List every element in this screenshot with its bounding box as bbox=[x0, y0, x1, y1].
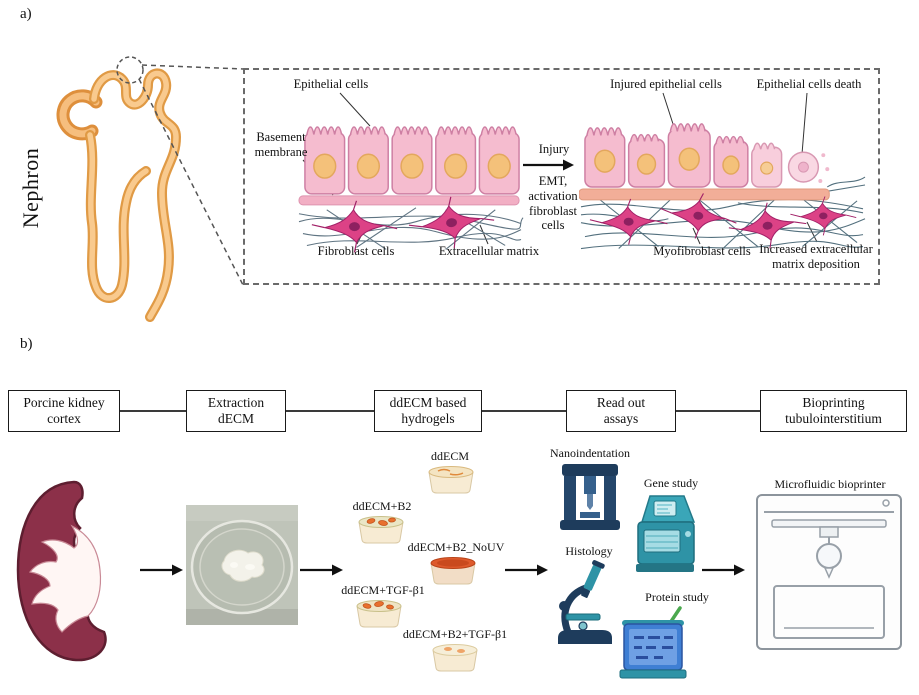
label-basement-membrane: Basement membrane bbox=[254, 130, 308, 159]
label-gene-study: Gene study bbox=[643, 476, 699, 490]
label-epithelial-cells: Epithelial cells bbox=[293, 77, 369, 91]
hydrogel-dish-icon bbox=[356, 600, 402, 628]
flow-step-ddecm-hydrogels: ddECM based hydrogels bbox=[374, 390, 482, 432]
flow-step-porcine-kidney-cortex: Porcine kidney cortex bbox=[8, 390, 120, 432]
panel-a-tag: a) bbox=[20, 6, 32, 22]
healthy-epithelium-illustration bbox=[298, 126, 524, 254]
label-nanoindentation: Nanoindentation bbox=[550, 446, 630, 460]
label-myofibroblast-cells: Myofibroblast cells bbox=[653, 244, 751, 258]
nephron-illustration bbox=[56, 68, 182, 322]
label-increased-matrix: Increased extracellular matrix depositio… bbox=[759, 242, 873, 271]
nephron-side-label: Nephron bbox=[18, 147, 43, 229]
injured-epithelium-illustration bbox=[579, 123, 866, 254]
kidney-cross-section-illustration bbox=[16, 480, 107, 662]
hydrogel-dish-icon bbox=[430, 557, 476, 585]
flow-step-readout-assays: Read out assays bbox=[566, 390, 676, 432]
hydrogel-dish-icon bbox=[358, 516, 404, 544]
label-hydrogel-ddecm-b2: ddECM+B2 bbox=[352, 499, 412, 513]
arrow-right-icon bbox=[505, 564, 548, 576]
flow-step-bioprinting: Bioprinting tubulointerstitium bbox=[760, 390, 907, 432]
label-emt-activation: EMT, activation fibroblast cells bbox=[528, 174, 578, 233]
arrow-right-icon bbox=[140, 564, 183, 576]
label-histology: Histology bbox=[565, 544, 613, 558]
hydrogel-dish-icon bbox=[432, 644, 478, 672]
arrow-right-icon bbox=[702, 564, 745, 576]
injury-arrow-right-icon bbox=[523, 159, 574, 171]
label-injury: Injury bbox=[538, 142, 570, 156]
label-hydrogel-ddecm-b2-tgf: ddECM+B2+TGF-β1 bbox=[402, 627, 508, 641]
panel-b-tag: b) bbox=[20, 336, 33, 352]
western-blot-icon bbox=[619, 606, 687, 679]
label-hydrogel-ddecm-b2-nouv: ddECM+B2_NoUV bbox=[407, 540, 505, 554]
microscope-icon bbox=[558, 560, 612, 644]
magnified-view-box: Epithelial cells Basement membrane Fibro… bbox=[243, 68, 880, 285]
flow-step-extraction-decm: Extraction dECM bbox=[186, 390, 286, 432]
label-protein-study: Protein study bbox=[645, 590, 709, 604]
arrow-right-icon bbox=[300, 564, 343, 576]
label-injured-epithelial-cells: Injured epithelial cells bbox=[610, 77, 722, 91]
label-extracellular-matrix: Extracellular matrix bbox=[438, 244, 540, 258]
hydrogel-dish-icon bbox=[428, 466, 474, 494]
label-epithelial-cells-death: Epithelial cells death bbox=[756, 77, 862, 91]
qpcr-machine-icon bbox=[636, 495, 696, 572]
bioprinter-icon bbox=[756, 494, 902, 650]
label-microfluidic-bioprinter: Microfluidic bioprinter bbox=[774, 477, 886, 491]
label-fibroblast-cells: Fibroblast cells bbox=[317, 244, 395, 258]
label-hydrogel-ddecm: ddECM bbox=[430, 449, 469, 463]
petri-dish-photo bbox=[186, 505, 298, 625]
label-hydrogel-ddecm-tgf: ddECM+TGF-β1 bbox=[341, 583, 425, 597]
magnifier-callout-icon bbox=[116, 56, 244, 286]
nanoindenter-icon bbox=[560, 464, 620, 530]
